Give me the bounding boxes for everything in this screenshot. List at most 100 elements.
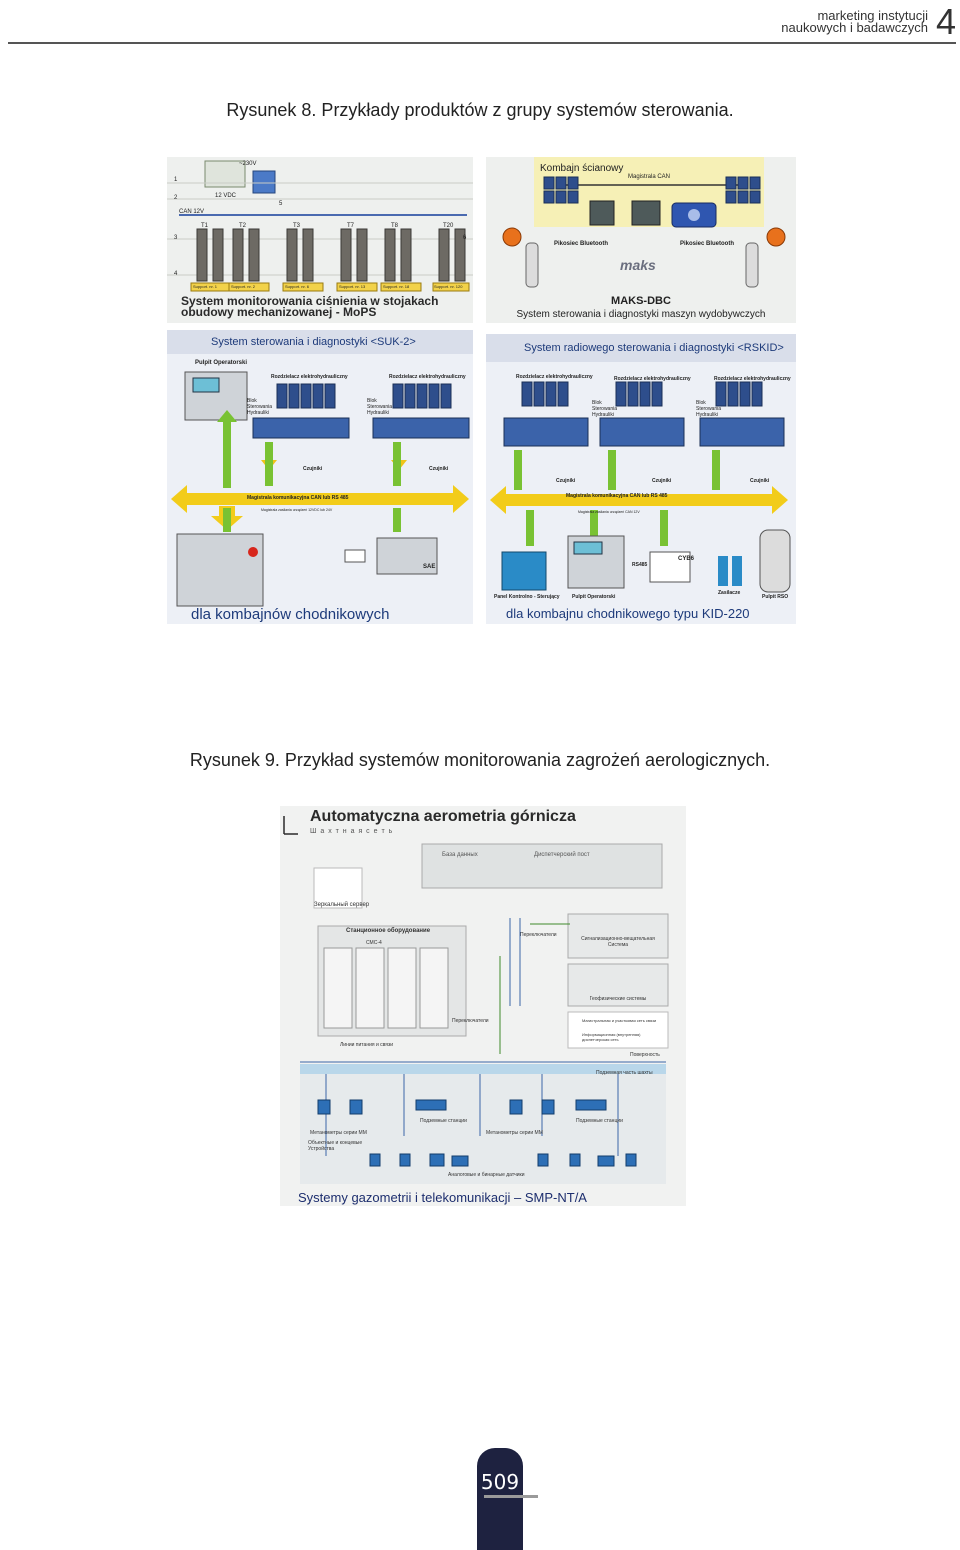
- figure-8-caption: Rysunek 8. Przykłady produktów z grupy s…: [226, 100, 734, 120]
- tank-label: T7: [347, 223, 355, 229]
- dispatcher-label: Диспетчерский пост: [534, 852, 590, 858]
- rskid-block-label-2: Blok Sterowania Hydrauliki: [696, 400, 722, 418]
- rskid-panel: System radiowego sterowania i diagnostyk…: [486, 334, 796, 624]
- rskid-block-label-1: Blok Sterowania Hydrauliki: [592, 400, 618, 418]
- switch-label-1: Переключатели: [520, 932, 557, 938]
- maks-diagram: [502, 157, 786, 288]
- mops-title-line-2: obudowy mechanizowanej - MoPS: [181, 305, 377, 319]
- suk-block-label: Blok Sterowania Hydrauliki: [247, 398, 273, 416]
- rskid-rso: Pulpit RSO: [762, 594, 789, 600]
- rskid-bus-sub: Magistrala zasilania urządzeń CAN 12V: [578, 510, 640, 514]
- legend-1: Магистральная и участковая сеть связи: [582, 1018, 657, 1023]
- power-lines-label: Линии питания и связи: [340, 1042, 394, 1048]
- rskid-bus: Magistrala komunikacyjna CAN lub RS 485: [566, 493, 668, 499]
- tank-label: T3: [293, 223, 301, 229]
- signal-system-label: Сигнализационно-вещательная Система: [581, 936, 655, 948]
- maks-bus-label: Magistrala CAN: [628, 174, 671, 180]
- rskid-distributor-3: Rozdzielacz elektrohydrauliczny: [714, 376, 791, 382]
- aerometry-panel: Automatyczna aerometria górnicza Ш а х т…: [280, 806, 686, 1206]
- rskid-distributor-2: Rozdzielacz elektrohydrauliczny: [614, 376, 691, 382]
- support-label: Support. nr. 1: [193, 284, 218, 289]
- mops-panel: ~230V 12 VDC CAN 12V 1 2 3 4 5 6 T1 T2 T…: [167, 157, 473, 323]
- row-number-5: 5: [279, 201, 283, 207]
- mops-title-line-1: System monitorowania ciśnienia w stojaka…: [181, 294, 439, 308]
- maks-panel: Kombajn ścianowy Magistrala CAN Pikosiec…: [486, 157, 796, 323]
- can-label: CAN 12V: [179, 209, 205, 215]
- suk-block-label-2: Blok Sterowania Hydrauliki: [367, 398, 393, 416]
- suk-distributor-2: Rozdzielacz elektrohydrauliczny: [389, 374, 466, 380]
- suk-distributor-1: Rozdzielacz elektrohydrauliczny: [271, 374, 348, 380]
- support-label: Support. nr. 13: [339, 284, 366, 289]
- page-number-rule: [484, 1495, 538, 1498]
- row-number-2: 2: [174, 195, 178, 201]
- mirror-server-label: Зеркальный сервер: [314, 902, 370, 908]
- suk-sensors-1: Czujniki: [303, 466, 323, 472]
- methanometers-label-2: Метанометры серии ММ: [486, 1130, 543, 1136]
- chapter-number: 4: [935, 1, 956, 42]
- tank-label: T20: [443, 223, 454, 229]
- suk-diagram: [167, 330, 473, 607]
- geophysics-label: Геофизические системы: [589, 996, 647, 1002]
- tank-label: T1: [201, 223, 209, 229]
- methanometers-label-1: Метанометры серии ММ: [310, 1130, 367, 1136]
- tank-label: T2: [239, 223, 247, 229]
- support-label: Support. nr. 18: [383, 284, 410, 289]
- aerometry-title: Automatyczna aerometria górnicza: [310, 808, 576, 825]
- rskid-panel-left: Panel Kontrolno - Sterujący: [494, 594, 560, 600]
- legend-2: Информационная (внутренняя) диспетчерска…: [582, 1032, 641, 1042]
- mops-title: System monitorowania ciśnienia w stojaka…: [181, 294, 439, 319]
- suk-sae: SAE: [423, 564, 436, 570]
- rskid-sensors-1: Czujniki: [556, 478, 576, 484]
- suk-bus: Magistrala komunikacyjna CAN lub RS 485: [247, 495, 349, 501]
- rskid-rs485: RS485: [632, 562, 648, 568]
- suk-bus-sub: Magistrala zasilania urządzeń 12VDC lub …: [261, 508, 333, 512]
- header-rule: [8, 42, 956, 44]
- rskid-cyb: CYB6: [678, 556, 695, 562]
- support-label: Support. nr. 2: [231, 284, 256, 289]
- rskid-footer: dla kombajnu chodnikowego typu KID-220: [506, 606, 750, 621]
- running-header: marketing instytucji naukowych i badawcz…: [781, 8, 928, 35]
- maks-logo: maks: [620, 257, 656, 273]
- row-number-4: 4: [174, 271, 178, 277]
- rskid-title: System radiowego sterowania i diagnostyk…: [524, 342, 784, 354]
- row-number-6: 6: [463, 235, 467, 241]
- rskid-diagram: [486, 334, 796, 593]
- rskid-panel-mid: Pulpit Operatorski: [572, 594, 616, 600]
- row-number-1: 1: [174, 177, 178, 183]
- header-line-2: naukowych i badawczych: [781, 20, 928, 35]
- station-equipment-label: Станционное оборудование: [346, 928, 431, 934]
- maks-top-label: Kombajn ścianowy: [540, 163, 624, 174]
- figure-9-caption: Rysunek 9. Przykład systemów monitorowan…: [189, 750, 771, 770]
- surface-label: Поверхность: [630, 1052, 660, 1058]
- maks-title: MAKS-DBC: [611, 295, 671, 307]
- suk-sensors-2: Czujniki: [429, 466, 449, 472]
- tank-label: T8: [391, 223, 399, 229]
- rskid-power: Zasilacze: [718, 590, 741, 596]
- voltage-12vdc-label: 12 VDC: [215, 193, 237, 199]
- underground-label: Подземная часть шахты: [596, 1070, 653, 1076]
- smc-label: СМС-4: [366, 940, 382, 946]
- mops-diagram: [167, 160, 473, 292]
- maks-remote-right: Pikosiec Bluetooth: [680, 241, 735, 247]
- row-number-3: 3: [174, 235, 178, 241]
- aerometry-footer: Systemy gazometrii i telekomunikacji – S…: [298, 1190, 587, 1205]
- rskid-sensors-2: Czujniki: [652, 478, 672, 484]
- substations-label-1: Подземные станции: [420, 1118, 467, 1124]
- maks-remote-left: Pikosiec Bluetooth: [554, 241, 609, 247]
- rskid-distributor-1: Rozdzielacz elektrohydrauliczny: [516, 374, 593, 380]
- page-number: 509: [480, 1470, 520, 1494]
- page-number-tab: [477, 1448, 523, 1550]
- rskid-sensors-3: Czujniki: [750, 478, 770, 484]
- voltage-230-label: ~230V: [239, 161, 257, 167]
- support-label: Support. nr. 120: [434, 284, 463, 289]
- suk-operator-panel: Pulpit Operatorski: [195, 360, 248, 366]
- support-label: Support. nr. 6: [285, 284, 310, 289]
- aerometry-subtitle: Ш а х т н а я с е т ь: [310, 828, 394, 835]
- header-line-1: marketing instytucji: [817, 8, 928, 23]
- substations-label-2: Подземные станции: [576, 1118, 623, 1124]
- suk-title: System sterowania i diagnostyki <SUK-2>: [211, 336, 416, 348]
- aerometry-diagram: [283, 816, 669, 1184]
- sensors-ru-label: Аналоговые и бинарные датчики: [448, 1172, 525, 1178]
- maks-subtitle: System sterowania i diagnostyki maszyn w…: [516, 309, 766, 320]
- switch-label-2: Переключатели: [452, 1018, 489, 1024]
